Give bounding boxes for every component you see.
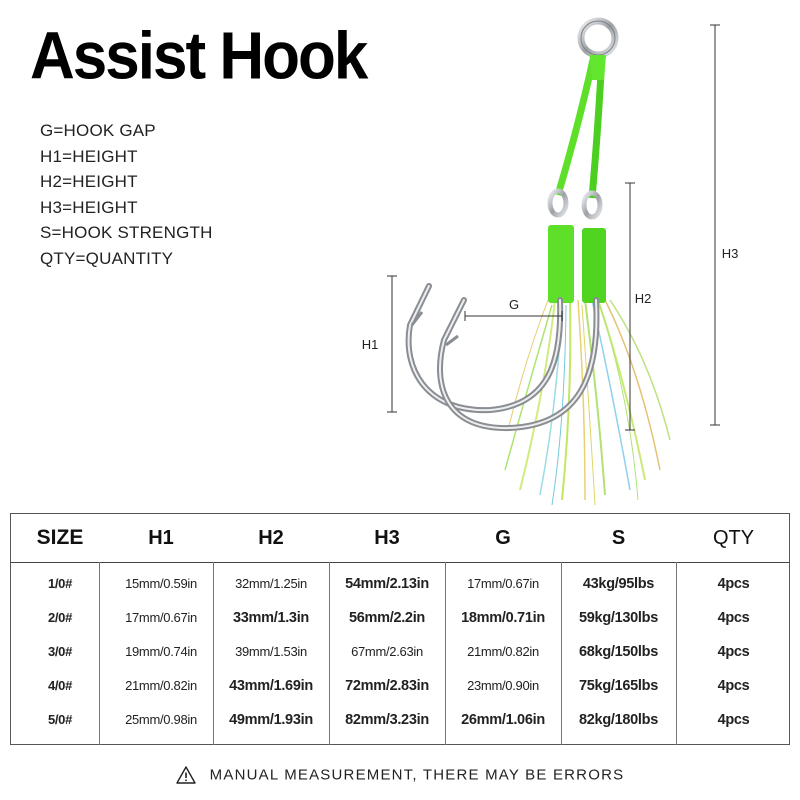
cell-size: 5/0# (47, 712, 73, 727)
table-row: 2/0# 17mm/0.67in 33mm/1.3in 56mm/2.2in 1… (11, 601, 789, 635)
warning-triangle-icon (175, 766, 196, 784)
dimension-lines (387, 24, 720, 431)
thread-wrap-right (582, 228, 606, 303)
cell-g: 17mm/0.67in (467, 576, 539, 591)
header-g: G (495, 527, 511, 549)
cell-h3: 72mm/2.83in (345, 678, 429, 694)
assist-hook-illustration: G H1 H2 H3 (362, 17, 739, 506)
legend-item-qty: QTY=QUANTITY (40, 248, 174, 268)
cell-h3: 67mm/2.63in (351, 644, 423, 659)
cell-s: 59kg/130lbs (579, 610, 658, 626)
label-h3: H3 (722, 246, 739, 261)
footer-note-text: MANUAL MEASUREMENT, THERE MAY BE ERRORS (209, 766, 625, 784)
cell-qty: 4pcs (717, 610, 750, 626)
cell-size: 3/0# (47, 644, 73, 659)
header-size: SIZE (36, 526, 84, 549)
thread-wrap-left (548, 225, 574, 303)
spec-table: SIZE H1 H2 H3 G S QTY 1/0# 15mm/0.59in 3… (10, 513, 790, 745)
spec-table-header: SIZE H1 H2 H3 G S QTY (11, 514, 789, 563)
cell-qty: 4pcs (717, 712, 750, 728)
header-s: S (611, 527, 626, 549)
legend-item-s: S=HOOK STRENGTH (40, 223, 213, 242)
cell-size: 4/0# (47, 678, 73, 693)
cell-g: 26mm/1.06in (461, 712, 545, 728)
cell-s: 43kg/95lbs (582, 576, 655, 592)
cell-s: 75kg/165lbs (579, 678, 658, 694)
column-divider (561, 562, 562, 745)
cell-h1: 25mm/0.98in (125, 712, 197, 727)
footer-note: MANUAL MEASUREMENT, THERE MAY BE ERRORS (0, 766, 800, 784)
column-divider (213, 562, 214, 745)
column-divider (329, 562, 330, 745)
cell-g: 18mm/0.71in (461, 610, 545, 626)
cell-h1: 19mm/0.74in (125, 644, 197, 659)
table-row: 1/0# 15mm/0.59in 32mm/1.25in 54mm/2.13in… (11, 567, 789, 601)
cell-g: 23mm/0.90in (467, 678, 539, 693)
cell-g: 21mm/0.82in (467, 644, 539, 659)
header-h2: H2 (258, 527, 284, 549)
cell-h3: 56mm/2.2in (349, 610, 425, 626)
page-title: Assist Hook (30, 19, 368, 94)
cell-h2: 43mm/1.69in (229, 678, 313, 694)
legend-item-h2: H2=HEIGHT (40, 172, 138, 191)
column-divider (676, 562, 677, 745)
hook-eye-left (547, 188, 569, 218)
label-h1: H1 (362, 337, 379, 352)
hook-eye-right (581, 190, 603, 220)
cell-h2: 39mm/1.53in (235, 644, 307, 659)
cell-h3: 82mm/3.23in (345, 712, 429, 728)
legend-item-h1: H1=HEIGHT (40, 146, 138, 166)
cell-h3: 54mm/2.13in (345, 576, 429, 592)
hook-right (437, 297, 600, 432)
column-divider (99, 562, 100, 745)
cell-qty: 4pcs (717, 678, 750, 694)
table-row: 4/0# 21mm/0.82in 43mm/1.69in 72mm/2.83in… (11, 669, 789, 703)
column-divider (445, 562, 446, 745)
cell-h2: 32mm/1.25in (235, 576, 307, 591)
legend-item-h3: H3=HEIGHT (40, 197, 138, 217)
legend-item-g: G=HOOK GAP (40, 121, 156, 140)
cell-h2: 33mm/1.3in (233, 610, 309, 626)
cell-s: 82kg/180lbs (579, 712, 658, 728)
label-h2: H2 (635, 291, 652, 306)
cell-h1: 17mm/0.67in (125, 610, 197, 625)
cell-h2: 49mm/1.93in (229, 712, 313, 728)
header-h3: H3 (374, 527, 400, 549)
feather-skirt (504, 299, 671, 506)
legend: G=HOOK GAP H1=HEIGHT H2=HEIGHT H3=HEIGHT… (40, 118, 213, 271)
cell-size: 2/0# (47, 610, 73, 625)
cell-qty: 4pcs (717, 644, 750, 660)
cell-h1: 21mm/0.82in (125, 678, 197, 693)
cell-s: 68kg/150lbs (579, 644, 658, 660)
header-qty: QTY (712, 527, 755, 549)
table-row: 5/0# 25mm/0.98in 49mm/1.93in 82mm/3.23in… (11, 703, 789, 737)
label-g: G (509, 297, 519, 312)
table-row: 3/0# 19mm/0.74in 39mm/1.53in 67mm/2.63in… (11, 635, 789, 669)
cell-qty: 4pcs (717, 576, 750, 592)
hook-left (405, 283, 564, 414)
header-h1: H1 (148, 527, 174, 549)
cell-size: 1/0# (47, 576, 73, 591)
cell-h1: 15mm/0.59in (125, 576, 197, 591)
assist-cord (554, 54, 606, 199)
